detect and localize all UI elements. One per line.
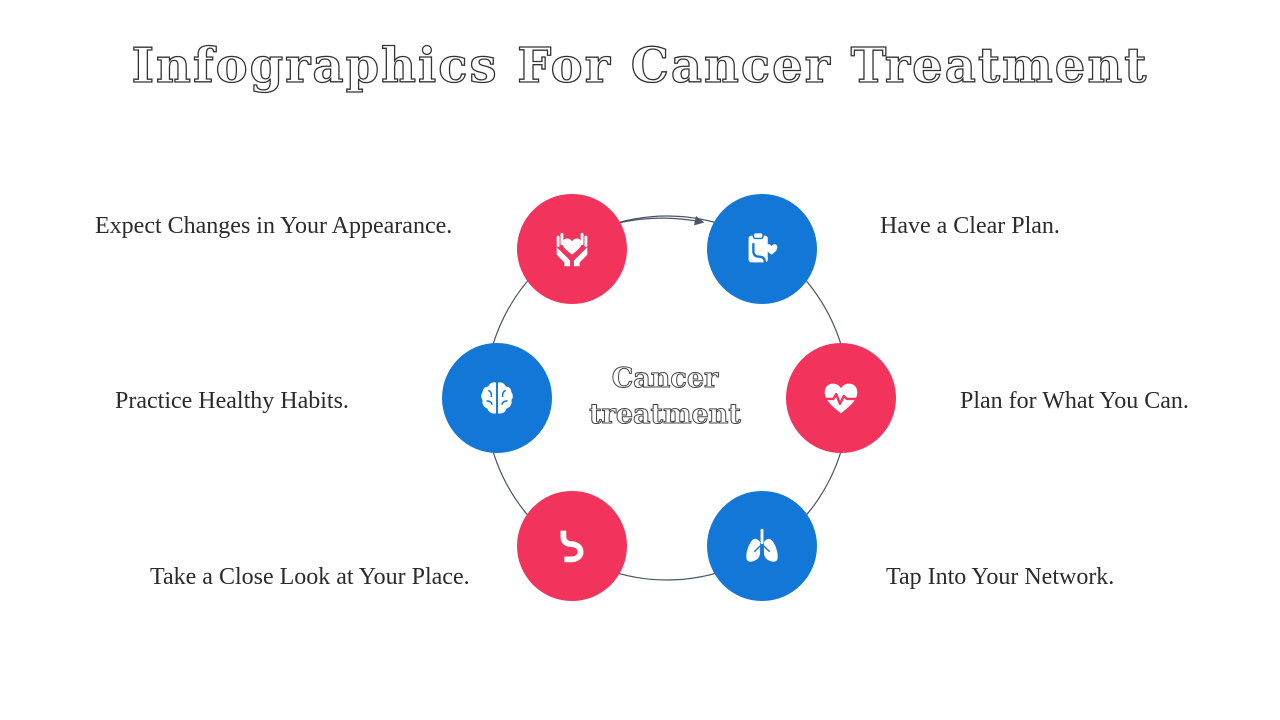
stethoscope-clipboard-icon (748, 231, 778, 269)
center-label: Cancer treatment (565, 361, 765, 433)
brain-icon (481, 382, 513, 414)
step-label-place: Take a Close Look at Your Place. (150, 564, 470, 590)
step-node-network (707, 491, 817, 601)
hands-heart-icon (556, 232, 588, 267)
step-label-network: Tap Into Your Network. (886, 564, 1115, 590)
step-node-place (517, 491, 627, 601)
heart-pulse-icon (821, 383, 861, 414)
step-label-appearance: Expect Changes in Your Appearance. (95, 213, 453, 239)
lungs-icon (746, 528, 778, 562)
center-label-line1: Cancer (611, 363, 719, 395)
step-label-habits: Practice Healthy Habits. (115, 388, 349, 414)
stomach-icon (560, 530, 584, 563)
page-title: Infographics For Cancer Treatment (131, 37, 1149, 94)
step-node-habits (442, 343, 552, 453)
step-label-plan: Have a Clear Plan. (880, 213, 1060, 239)
step-label-what-you-can: Plan for What You Can. (960, 388, 1189, 414)
step-node-what-you-can (786, 343, 896, 453)
step-node-plan (707, 194, 817, 304)
center-label-line2: treatment (589, 399, 742, 431)
step-node-appearance (517, 194, 627, 304)
